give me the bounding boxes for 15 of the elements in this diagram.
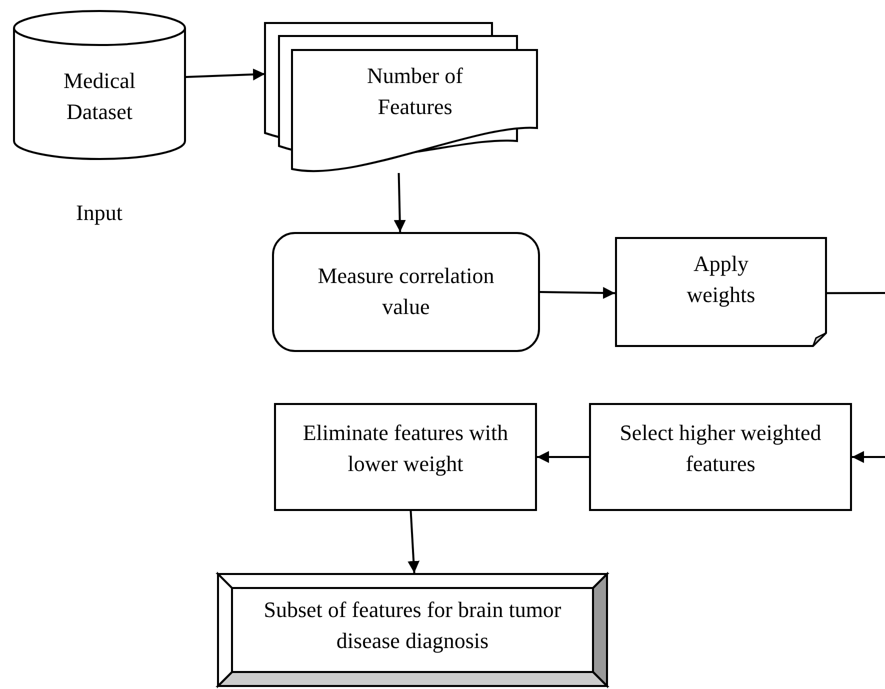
node-label: Eliminate features with lower weight <box>302 419 510 478</box>
node-label: Medical Dataset <box>62 66 137 126</box>
connector-line <box>827 292 885 294</box>
caption-text: Input <box>76 200 122 226</box>
arrow <box>852 451 885 463</box>
arrow <box>394 172 406 232</box>
arrow <box>537 451 589 463</box>
arrow <box>540 286 616 299</box>
node-label: Measure correlation value <box>316 262 496 321</box>
node-label: Select higher weighted features <box>618 419 822 478</box>
node-label: Subset of features for brain tumor disease diagnosis <box>262 596 562 655</box>
node-label: Number of Features <box>366 62 464 120</box>
arrow <box>408 510 420 574</box>
arrow <box>186 68 266 80</box>
node-label: Apply weights <box>686 250 756 309</box>
